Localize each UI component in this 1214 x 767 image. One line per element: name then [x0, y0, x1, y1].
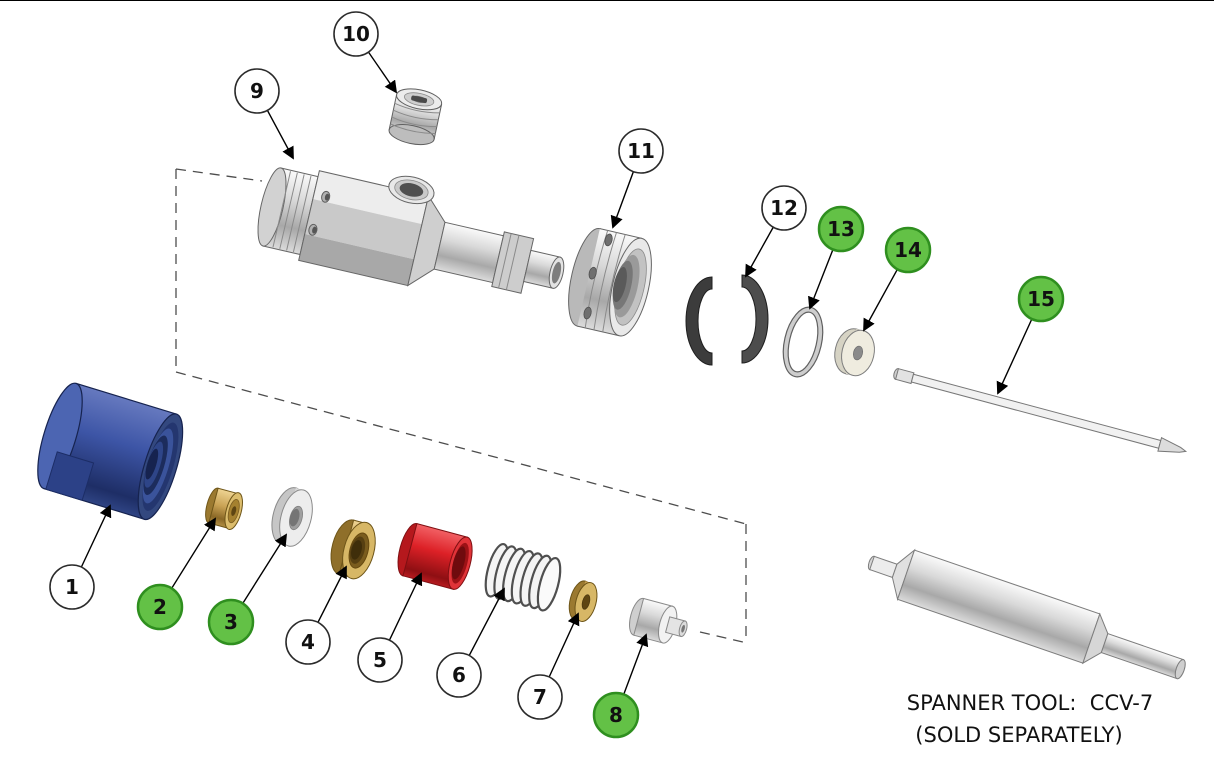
callout-13-highlighted: 13 [817, 205, 865, 253]
callout-circle [761, 185, 807, 231]
callout-circle [357, 637, 403, 683]
part-13-o-ring [782, 306, 824, 378]
callout-10: 10 [333, 11, 379, 57]
callout-circle [618, 128, 664, 174]
plug-socket-slot [411, 95, 428, 104]
callout-6: 6 [436, 652, 482, 698]
spanner-tool-label-line2: (SOLD SEPARATELY) [915, 723, 1122, 747]
callout-circle [817, 205, 865, 253]
callout-11: 11 [618, 128, 664, 174]
callout-number: 15 [1027, 287, 1055, 311]
part-1-blue-end-cap [37, 382, 184, 521]
callout-circle [517, 674, 563, 720]
spanner-tool [867, 548, 1186, 680]
callout-14-highlighted: 14 [884, 226, 932, 274]
part-2-stem-fitting [205, 487, 243, 531]
callout-circle [49, 564, 95, 610]
callout-number: 3 [224, 610, 238, 634]
spanner-tool-label-line1: SPANNER TOOL: CCV-7 [907, 691, 1153, 715]
callout-number: 8 [609, 703, 623, 727]
callout-circle [1017, 275, 1065, 323]
part-3-washer [271, 487, 313, 547]
part-14-backup-washer [834, 328, 875, 377]
callout-circle [884, 226, 932, 274]
callout-circle [285, 619, 331, 665]
callout-1: 1 [49, 564, 95, 610]
callout-circle [234, 68, 280, 114]
callout-number: 9 [250, 79, 264, 103]
assembly-axis-dashed-lines [175, 168, 748, 644]
callout-number: 1 [65, 575, 79, 599]
callout-circle [333, 11, 379, 57]
callout-8-highlighted: 8 [592, 691, 640, 739]
part-15-stem-rod [893, 368, 1188, 453]
callout-number: 13 [827, 217, 855, 241]
callout-9: 9 [234, 68, 280, 114]
callout-circle [436, 652, 482, 698]
cap-wrench-notch [45, 451, 95, 501]
callout-4: 4 [285, 619, 331, 665]
callout-number: 14 [894, 238, 922, 262]
part-9-valve-body [257, 167, 565, 294]
part-10-pipe-plug [388, 88, 443, 146]
callout-circle [207, 598, 255, 646]
callout-number: 2 [153, 595, 167, 619]
callout-3-highlighted: 3 [207, 598, 255, 646]
callout-7: 7 [517, 674, 563, 720]
callout-number: 10 [342, 22, 370, 46]
callout-15-highlighted: 15 [1017, 275, 1065, 323]
callout-circle [592, 691, 640, 739]
part-6-spring [484, 542, 562, 612]
top-port-boss [388, 175, 435, 205]
part-8-poppet [629, 597, 688, 644]
callout-circle [136, 583, 184, 631]
callout-2-highlighted: 2 [136, 583, 184, 631]
callout-number: 11 [627, 139, 655, 163]
callout-number: 5 [373, 648, 387, 672]
callout-number: 7 [533, 685, 547, 709]
callout-12: 12 [761, 185, 807, 231]
part-12-split-ring-clamp [685, 274, 769, 366]
part-4-brass-lock-nut [330, 519, 376, 580]
callout-number: 12 [770, 196, 798, 220]
part-5-red-seal-sleeve [397, 523, 473, 590]
callout-number: 4 [301, 630, 315, 654]
callout-number: 6 [452, 663, 466, 687]
part-11-gland-nut [568, 228, 652, 337]
callout-5: 5 [357, 637, 403, 683]
part-7-brass-washer [568, 580, 598, 622]
